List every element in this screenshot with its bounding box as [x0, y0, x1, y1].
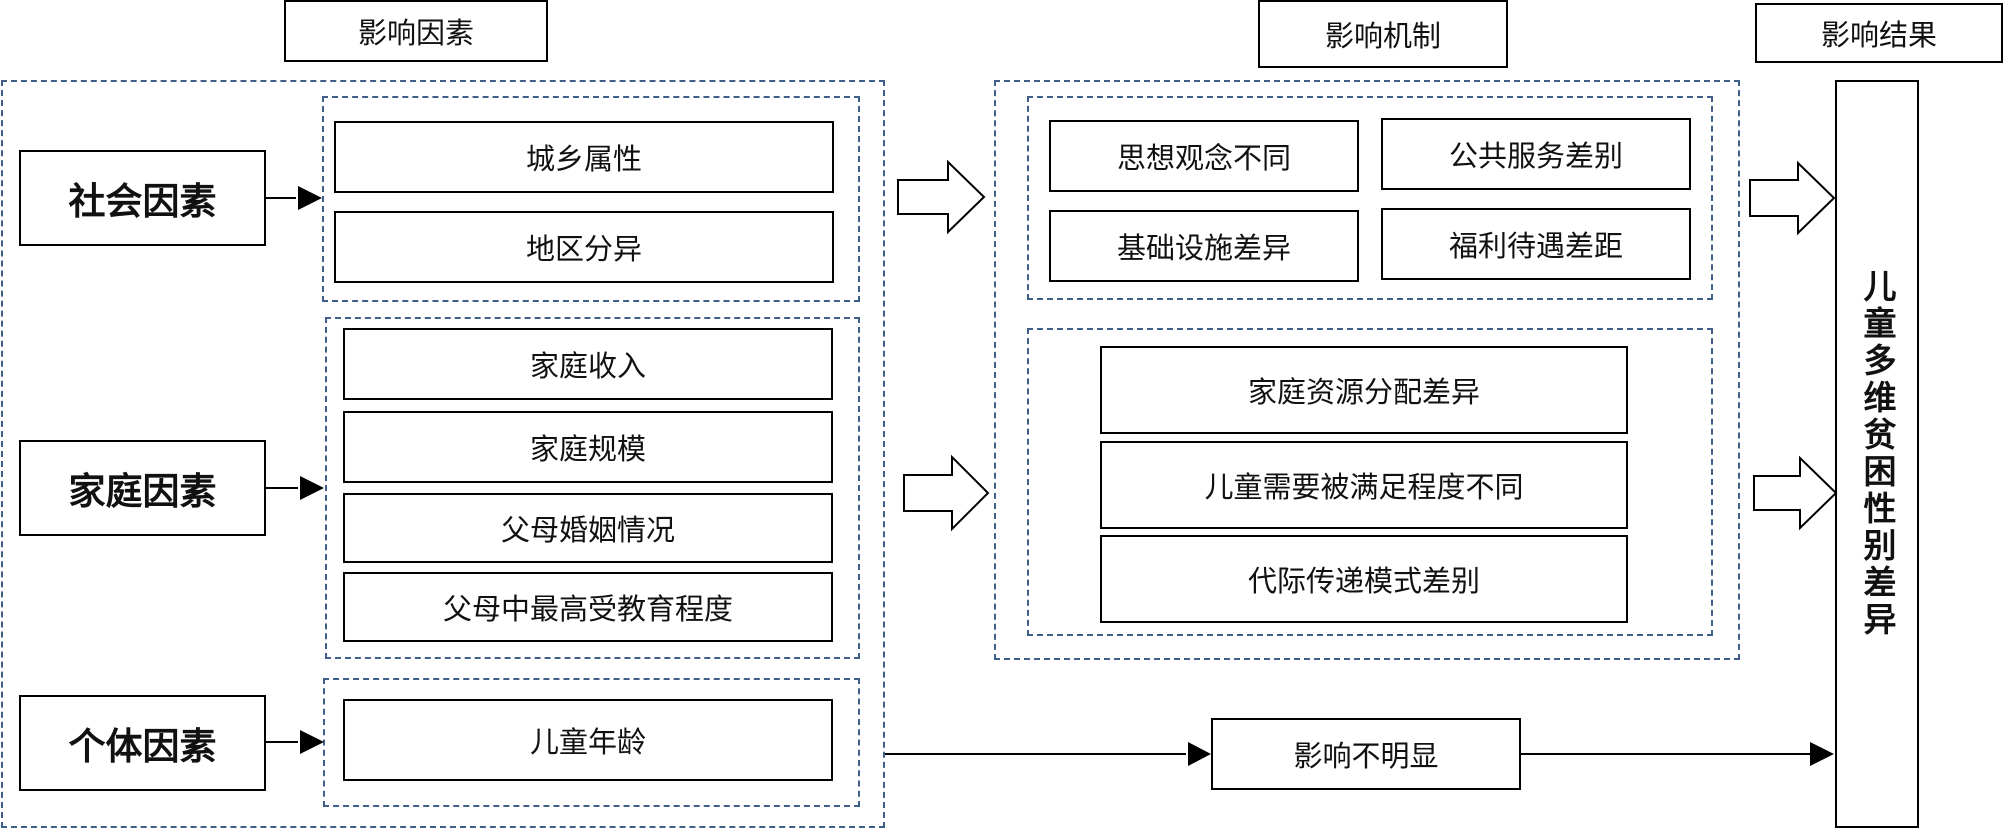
individual-factors-label: 个体因素	[19, 695, 266, 791]
mechanism-welfare: 福利待遇差距	[1381, 208, 1691, 280]
family-item-education: 父母中最高受教育程度	[343, 572, 833, 642]
block-arrow-factors-to-mechanism-2	[903, 454, 990, 532]
family-factors-label: 家庭因素	[19, 440, 266, 536]
arrow-not-obvious-to-result	[1521, 742, 1834, 766]
header-factors: 影响因素	[284, 0, 548, 62]
family-item-size: 家庭规模	[343, 411, 833, 483]
mechanism-ideas: 思想观念不同	[1049, 120, 1359, 192]
arrow-social-to-items	[266, 186, 322, 210]
mechanism-needs-satisfaction: 儿童需要被满足程度不同	[1100, 441, 1628, 529]
mechanism-infrastructure: 基础设施差异	[1049, 210, 1359, 282]
mechanism-container	[994, 80, 1740, 660]
mechanism-public-service: 公共服务差别	[1381, 118, 1691, 190]
block-arrow-mechanism-to-result-1	[1749, 160, 1836, 236]
arrow-family-to-items	[266, 476, 324, 500]
social-item-region: 地区分异	[334, 211, 834, 283]
mechanism-resource-allocation: 家庭资源分配差异	[1100, 346, 1628, 434]
family-item-marriage: 父母婚姻情况	[343, 493, 833, 563]
social-item-urban-rural: 城乡属性	[334, 121, 834, 193]
result-text: 儿童多维贫困性别差异	[1858, 269, 1897, 639]
block-arrow-factors-to-mechanism-1	[897, 159, 986, 235]
individual-items-group	[323, 678, 860, 807]
mechanism-intergenerational: 代际传递模式差别	[1100, 535, 1628, 623]
not-obvious-box: 影响不明显	[1211, 718, 1521, 790]
factors-container	[1, 80, 885, 828]
family-items-group	[325, 317, 860, 659]
social-items-group	[322, 96, 860, 302]
mechanism-group-2	[1027, 328, 1713, 636]
arrow-individual-to-not-obvious	[885, 742, 1211, 766]
header-mechanism: 影响机制	[1258, 0, 1508, 68]
family-item-income: 家庭收入	[343, 328, 833, 400]
social-factors-label: 社会因素	[19, 150, 266, 246]
mechanism-group-1	[1027, 96, 1713, 300]
block-arrow-mechanism-to-result-2	[1753, 455, 1838, 531]
arrow-individual-to-items	[266, 730, 324, 754]
result-box: 儿童多维贫困性别差异	[1835, 80, 1919, 828]
individual-item-age: 儿童年龄	[343, 699, 833, 781]
header-result: 影响结果	[1755, 3, 2003, 63]
